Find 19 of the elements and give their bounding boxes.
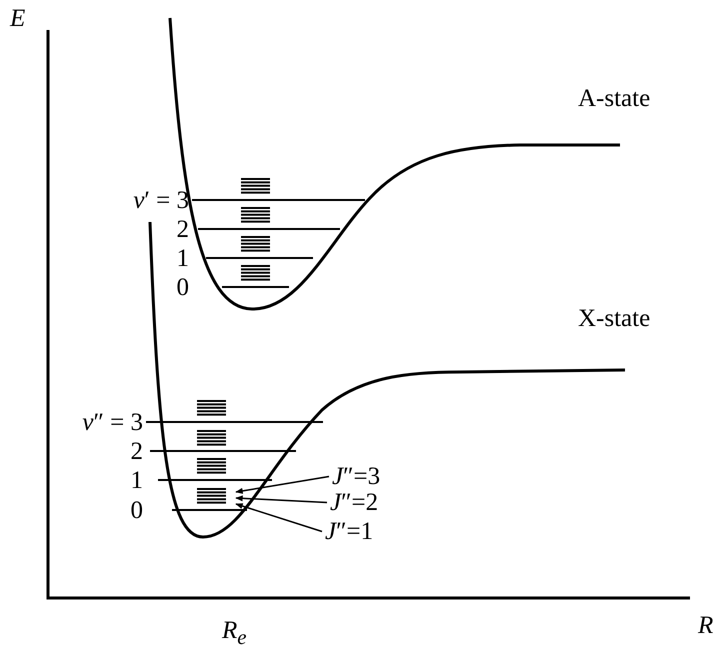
leader-line <box>235 503 322 532</box>
vibrational-quantum-number: 2 <box>130 439 143 464</box>
vibrational-quantum-number: 0 <box>130 498 143 523</box>
vibrational-quantum-number: 1 <box>130 468 143 493</box>
vibrational-quantum-number: 1 <box>176 246 189 271</box>
vibrational-quantum-number: 2 <box>176 217 189 242</box>
rotational-quantum-number-label: J″=2 <box>330 490 378 515</box>
vibrational-quantum-number: v″ = 3 <box>82 410 143 435</box>
state-label: X-state <box>578 306 650 331</box>
axis-label: R <box>698 613 714 638</box>
vibrational-quantum-number: 0 <box>176 275 189 300</box>
axis-label: E <box>10 6 26 31</box>
vibrational-quantum-number: v′ = 3 <box>133 188 189 213</box>
axis-label: R$_{e}$ <box>222 618 247 648</box>
leader-line <box>235 495 328 504</box>
rotational-quantum-number-label: J″=1 <box>325 519 374 544</box>
state-label: A-state <box>578 86 650 111</box>
leader-line <box>235 476 330 494</box>
rotational-quantum-number-label: J″=3 <box>332 464 380 489</box>
